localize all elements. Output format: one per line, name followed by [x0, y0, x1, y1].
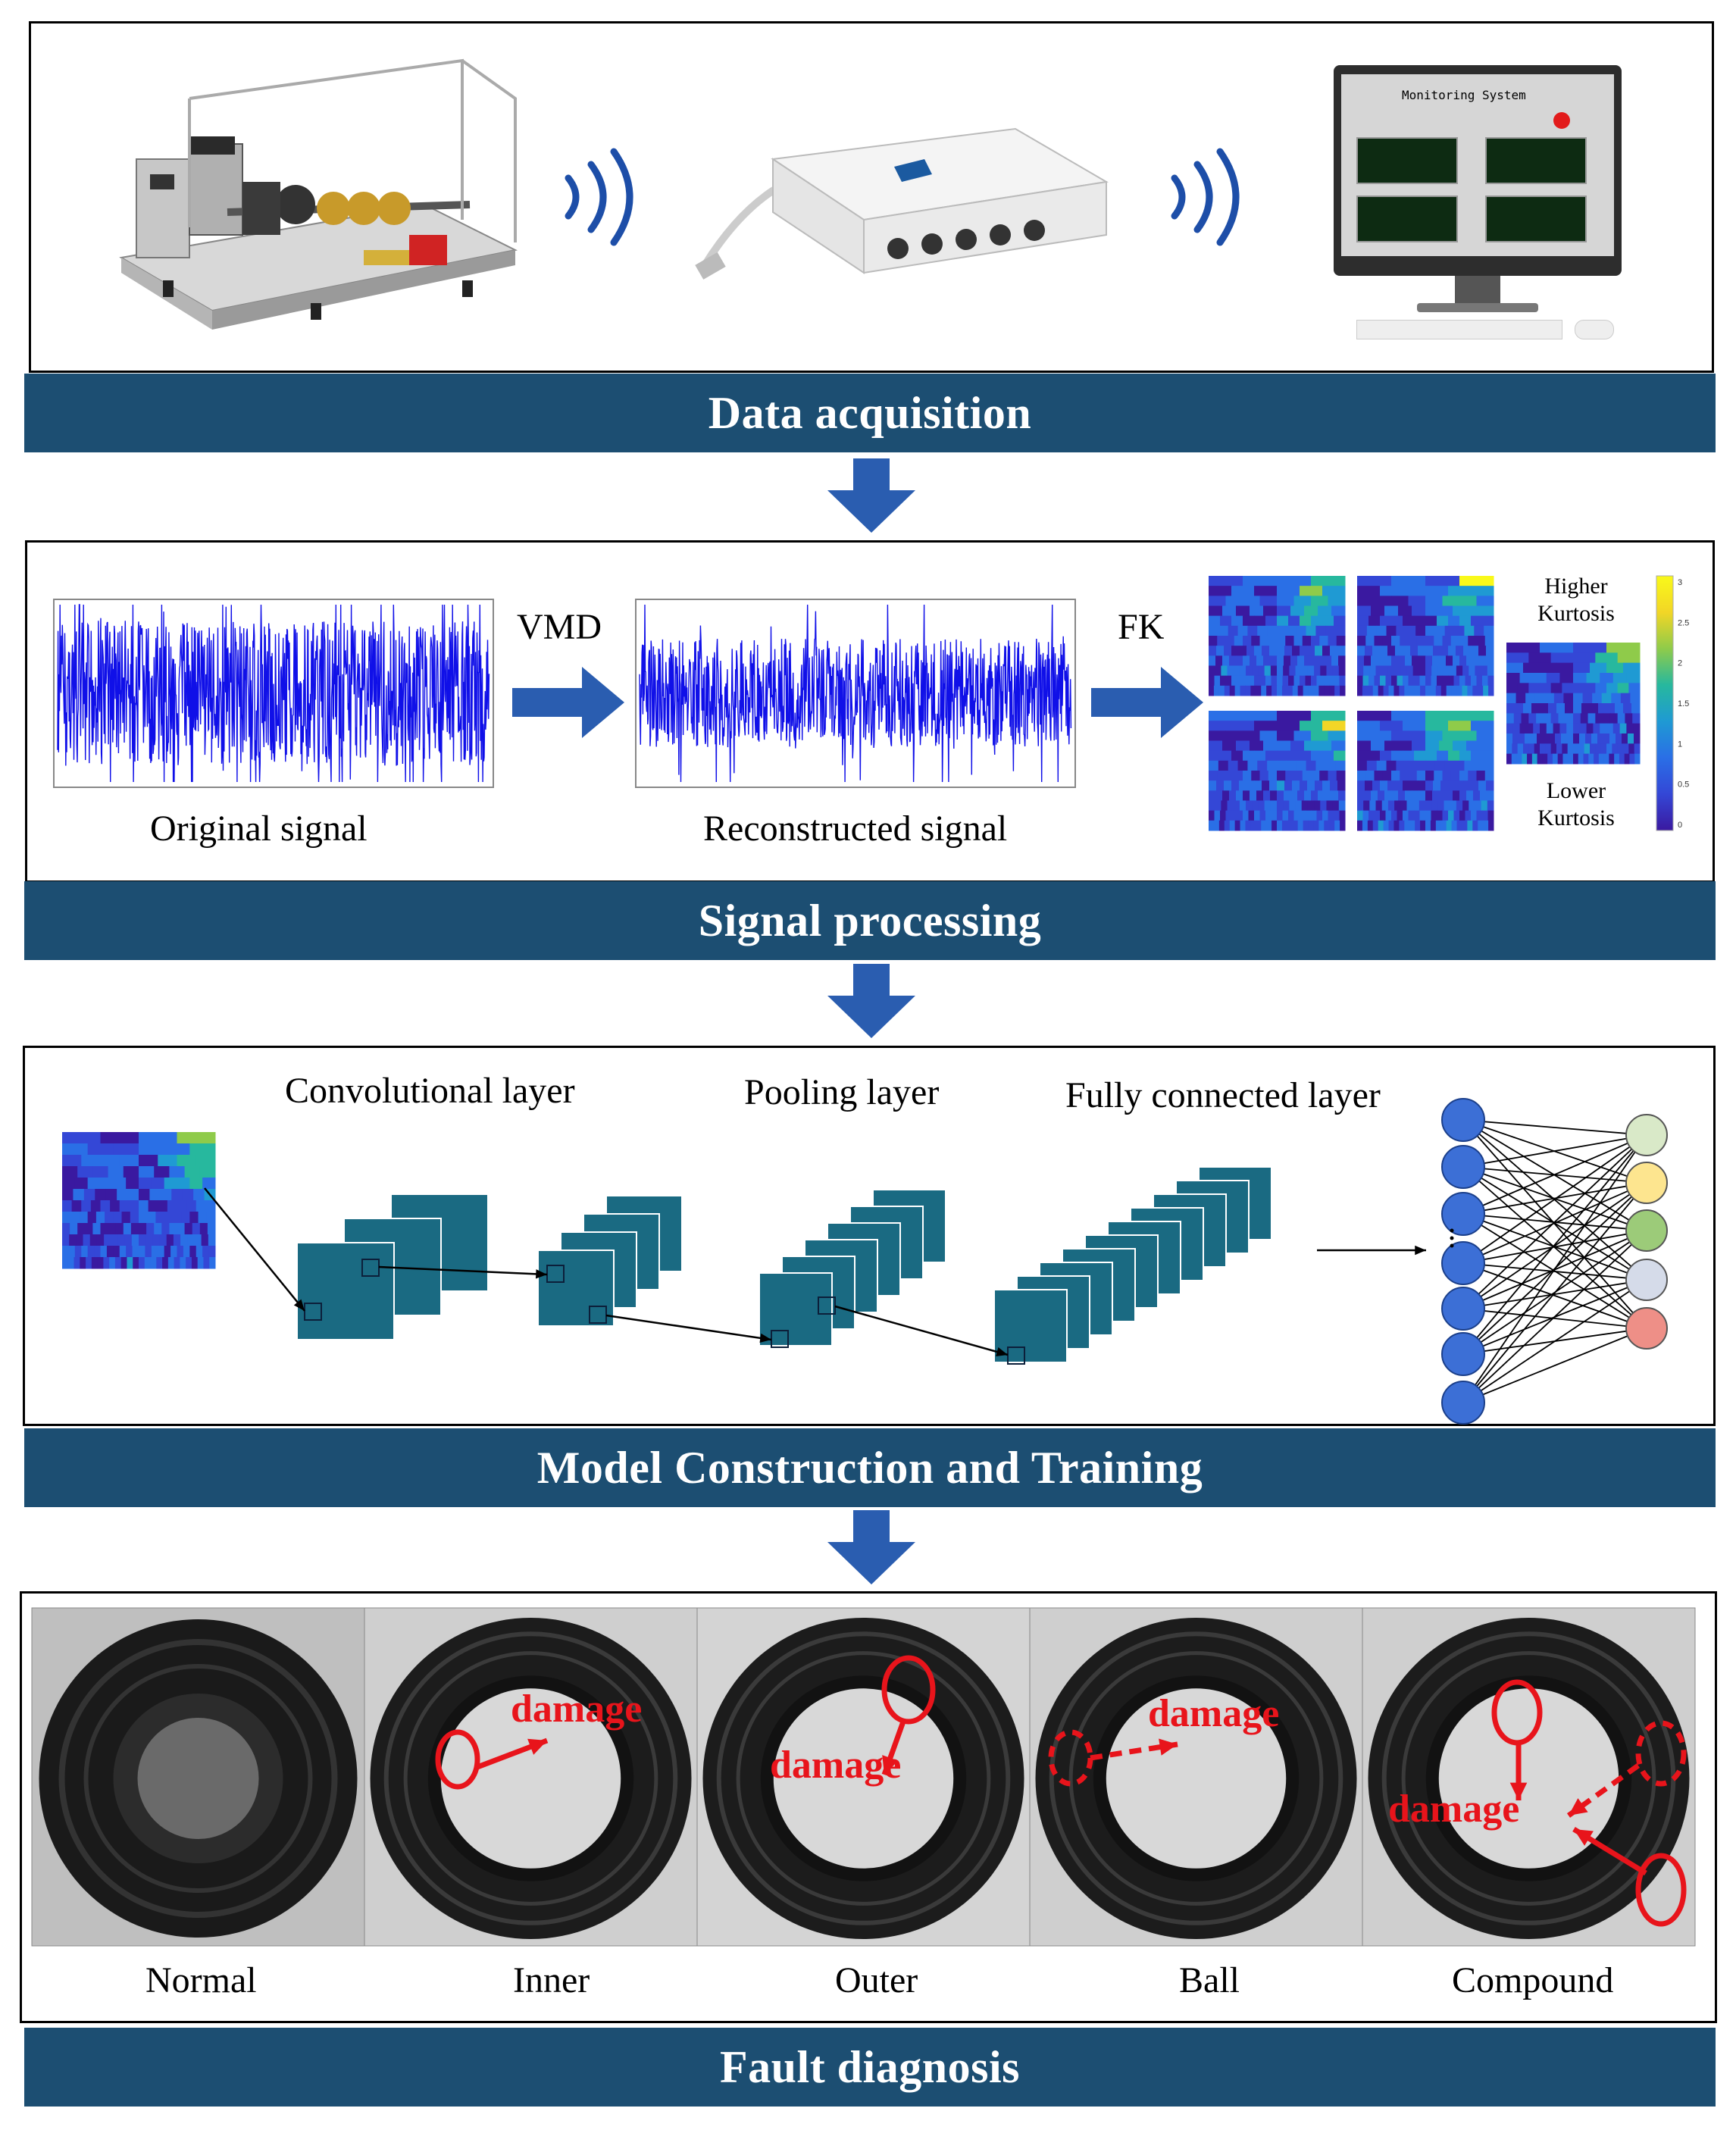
damage-label: damage [511, 1687, 642, 1731]
daq-device-image [695, 127, 1109, 280]
damage-label: damage [1388, 1788, 1519, 1831]
fk-label: FK [1118, 607, 1165, 647]
higher-kurtosis-label: Higher Kurtosis [1537, 574, 1615, 626]
damage-label: damage [770, 1744, 901, 1787]
colorbar-tick: 2.5 [1678, 618, 1689, 627]
fk-arrow [1091, 667, 1203, 738]
class-compound: Compound [1452, 1960, 1614, 2000]
reconstructed-signal-label: Reconstructed signal [703, 809, 1008, 849]
monitor-title: Monitoring System [1402, 88, 1526, 102]
flow-arrow-down-2 [827, 964, 915, 1038]
cnn-diagram [62, 1098, 1668, 1425]
section-banner-model: Model Construction and Training [24, 1428, 1716, 1507]
wireless-signal-icon [565, 148, 633, 246]
monitor-image: Monitoring System [1334, 65, 1622, 346]
reconstructed-signal-plot [635, 599, 1076, 788]
class-ball: Ball [1179, 1960, 1240, 2000]
test-rig-image [119, 58, 518, 330]
colorbar-tick: 1.5 [1678, 699, 1689, 708]
section-banner-diagnosis: Fault diagnosis [24, 2028, 1716, 2107]
kurtogram-example [1506, 643, 1641, 765]
original-signal-label: Original signal [150, 809, 368, 849]
original-signal-plot [53, 599, 494, 788]
fc-layer-label: Fully connected layer [1065, 1075, 1381, 1115]
colorbar-tick: 2 [1678, 659, 1682, 668]
flow-arrow-down-3 [827, 1510, 915, 1584]
vmd-arrow [512, 667, 624, 738]
damage-label: damage [1148, 1692, 1279, 1735]
colorbar-tick: 0 [1678, 821, 1682, 830]
kurtosis-colorbar: 3 2.5 2 1.5 1 0.5 0 [1656, 575, 1689, 831]
colorbar-tick: 3 [1678, 578, 1682, 587]
flow-arrow-down-1 [827, 458, 915, 533]
section-banner-acquisition: Data acquisition [24, 374, 1716, 452]
kurtogram-grid [1209, 576, 1494, 831]
section-banner-processing: Signal processing [24, 881, 1716, 960]
conv-layer-label: Convolutional layer [285, 1071, 575, 1111]
wireless-signal-icon-2 [1171, 148, 1240, 246]
pooling-layer-label: Pooling layer [744, 1072, 940, 1112]
class-normal: Normal [145, 1960, 257, 2000]
vmd-label: VMD [517, 607, 602, 647]
class-outer: Outer [835, 1960, 918, 2000]
colorbar-tick: 1 [1678, 740, 1682, 749]
class-inner: Inner [513, 1960, 590, 2000]
colorbar-tick: 0.5 [1678, 780, 1689, 790]
bearing-photos: damage damage damage damage [31, 1607, 1696, 1947]
lower-kurtosis-label: Lower Kurtosis [1537, 778, 1615, 830]
